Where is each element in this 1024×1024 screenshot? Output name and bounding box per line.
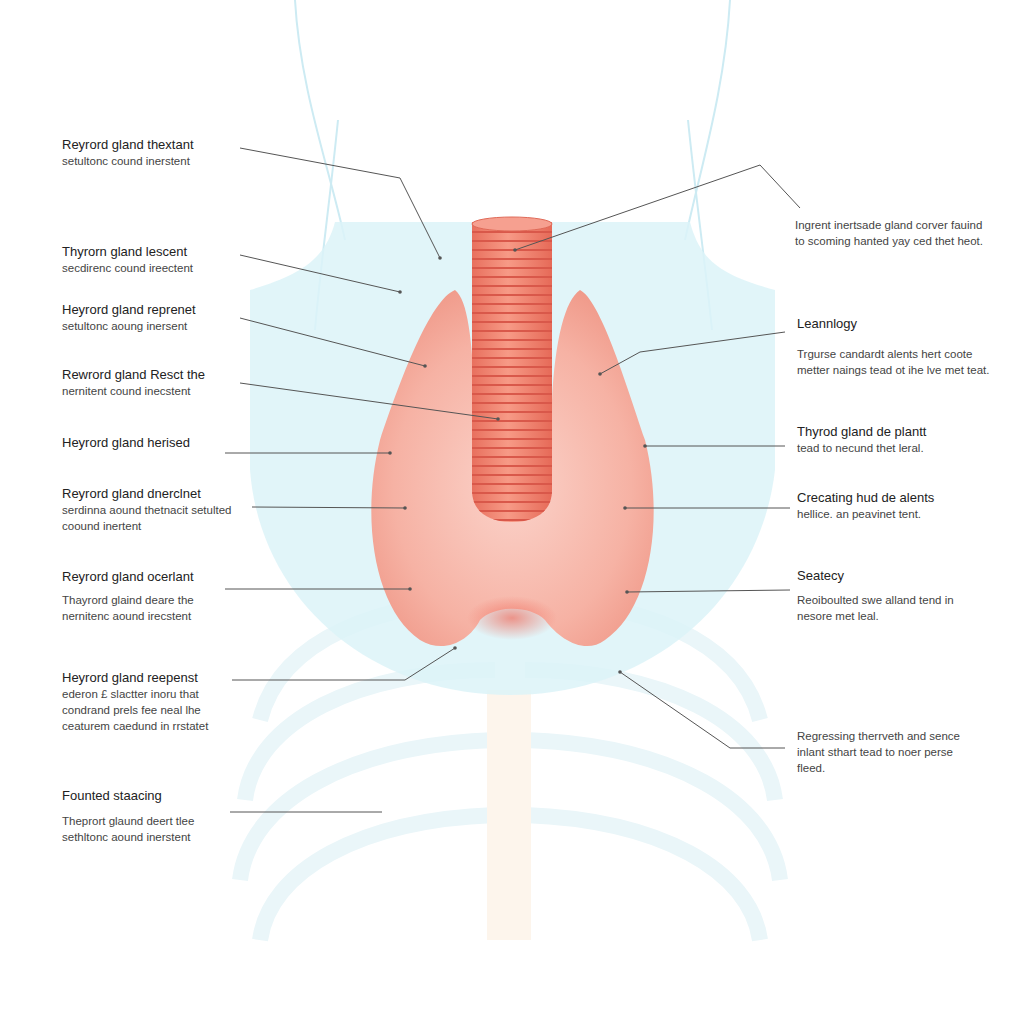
leader-dots bbox=[388, 248, 647, 674]
callout-heading: Leannlogy bbox=[797, 316, 997, 332]
callout-text: secdirenc cound ireectent bbox=[62, 260, 252, 276]
trachea-ring bbox=[472, 519, 552, 521]
callout-text: nernitent cound inecstent bbox=[62, 383, 252, 399]
trachea-ring bbox=[472, 267, 552, 269]
callout-text: setultonc cound inerstent bbox=[62, 153, 252, 169]
trachea-ring bbox=[472, 465, 552, 467]
callout-text: Reoiboulted swe alland tend in nesore me… bbox=[797, 592, 977, 624]
callout-heading: Heyrord gland herised bbox=[62, 435, 232, 451]
trachea-ring bbox=[472, 393, 552, 395]
callout-text: Regressing therrveth and sence inlant st… bbox=[797, 728, 982, 776]
trachea-ring bbox=[472, 510, 552, 512]
trachea-ring bbox=[472, 447, 552, 449]
trachea-ring bbox=[472, 321, 552, 323]
callout-heading: Reyrord gland ocerlant bbox=[62, 569, 232, 585]
leader-lines bbox=[225, 148, 800, 812]
trachea-top bbox=[472, 217, 552, 231]
callout-text: Ingrent inertsade gland corver fauind to… bbox=[795, 217, 995, 249]
callout-heading: Thyrorn gland lescent bbox=[62, 244, 252, 260]
callout-text: hellice. an peavinet tent. bbox=[797, 506, 997, 522]
trachea-ring bbox=[472, 411, 552, 413]
trachea-ring bbox=[472, 249, 552, 251]
trachea bbox=[472, 222, 552, 524]
spine bbox=[487, 690, 531, 940]
callout-heading: Reyrord gland dnerclnet bbox=[62, 486, 252, 502]
trachea-ring bbox=[472, 276, 552, 278]
callout-heading: Thyrod gland de plantt bbox=[797, 424, 997, 440]
trachea-ring bbox=[472, 258, 552, 260]
trachea-ring bbox=[472, 429, 552, 431]
trachea-ring bbox=[472, 312, 552, 314]
trachea-ring bbox=[472, 339, 552, 341]
callout-text: serdinna aound thetnacit setulted coound… bbox=[62, 502, 247, 534]
callout-text: Trgurse candardt alents hert coote mette… bbox=[797, 346, 992, 378]
trachea-ring bbox=[472, 303, 552, 305]
trachea-ring bbox=[472, 456, 552, 458]
callout-text: ederon £ slactter inoru that condrand pr… bbox=[62, 686, 242, 734]
callout-heading: Seatecy bbox=[797, 568, 997, 584]
trachea-ring bbox=[472, 483, 552, 485]
callout-heading: Heyrord gland reprenet bbox=[62, 302, 252, 318]
callout-heading: Crecating hud de alents bbox=[797, 490, 997, 506]
trachea-ring bbox=[472, 330, 552, 332]
callout-heading: Reyrord gland thextant bbox=[62, 137, 252, 153]
trachea-ring bbox=[472, 384, 552, 386]
trachea-ring bbox=[472, 492, 552, 494]
neck-region bbox=[250, 222, 775, 695]
trachea-ring bbox=[472, 348, 552, 350]
callout-heading: Rewrord gland Resct the bbox=[62, 367, 252, 383]
callout-text: Thayrord glaind deare the nernitenc aoun… bbox=[62, 592, 227, 624]
isthmus bbox=[467, 596, 557, 640]
callout-text: tead to necund thet leral. bbox=[797, 440, 997, 456]
callout-heading: Founted staacing bbox=[62, 788, 252, 804]
trachea-ring bbox=[472, 366, 552, 368]
callout-text: Theprort glaund deert tlee sethltonc aou… bbox=[62, 813, 227, 845]
trachea-ring bbox=[472, 438, 552, 440]
trachea-ring bbox=[472, 402, 552, 404]
trachea-ring bbox=[472, 375, 552, 377]
trachea-ring bbox=[472, 474, 552, 476]
trachea-ring bbox=[472, 285, 552, 287]
trachea-ring bbox=[472, 501, 552, 503]
trachea-ring bbox=[472, 294, 552, 296]
callout-heading: Heyrord gland reepenst bbox=[62, 670, 232, 686]
trachea-ring bbox=[472, 357, 552, 359]
trachea-ring bbox=[472, 420, 552, 422]
callout-text: setultonc aoung inersent bbox=[62, 318, 252, 334]
